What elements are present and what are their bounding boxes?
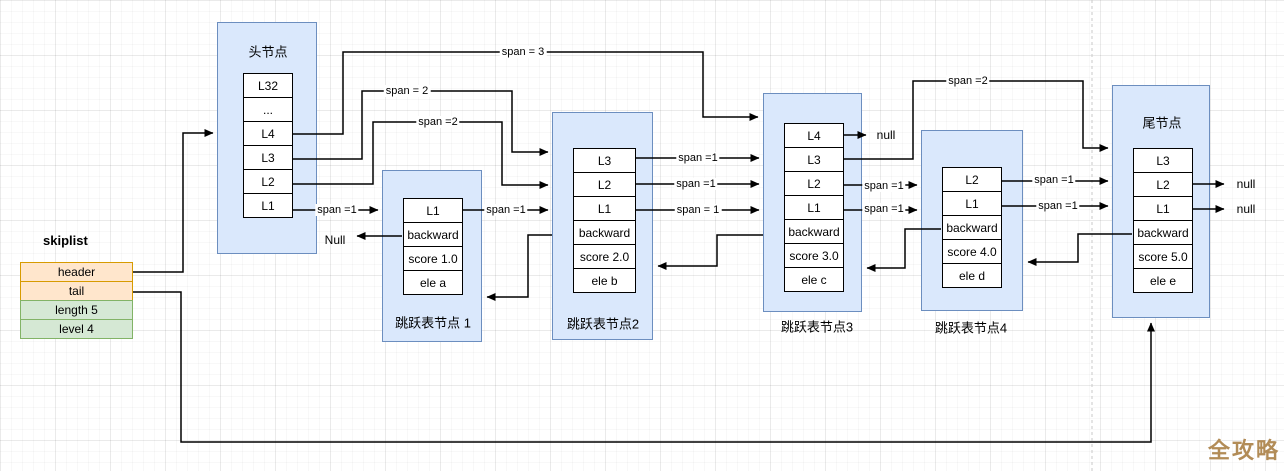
ele-cell: ele a [403, 270, 463, 295]
backward-cell: backward [1133, 220, 1193, 245]
struct-title: skiplist [43, 233, 88, 248]
span-label: span =1 [315, 204, 359, 216]
node1-fields: L1 backward score 1.0 ele a [403, 198, 463, 295]
score-cell: score 3.0 [784, 243, 844, 268]
null-label: null [1236, 202, 1256, 216]
skiplist-node-1: L1 backward score 1.0 ele a 跳跃表节点 1 [382, 170, 482, 342]
level-cell: L4 [784, 123, 844, 148]
struct-field-header: header [20, 262, 133, 282]
span-label: span =1 [862, 203, 906, 215]
backward-cell: backward [403, 222, 463, 247]
level-cell: L2 [1133, 172, 1193, 197]
null-label: null [876, 128, 896, 142]
span-label: span = 2 [383, 85, 431, 97]
node3-title: 跳跃表节点3 [780, 319, 854, 335]
level-cell: L2 [942, 167, 1002, 192]
level-cell: L1 [942, 191, 1002, 216]
backward-cell: backward [942, 215, 1002, 240]
level-cell: L1 [573, 196, 636, 221]
skiplist-node-3: L4 L3 L2 L1 backward score 3.0 ele c [763, 93, 862, 312]
edge-header-to-head [133, 129, 214, 273]
edge-node2-backward-to-node1 [486, 234, 552, 301]
level-cell: L32 [243, 73, 293, 98]
level-cell: L1 [243, 193, 293, 218]
struct-field-tail: tail [20, 281, 133, 301]
skiplist-node-2: L3 L2 L1 backward score 2.0 ele b 跳跃表节点2 [552, 112, 653, 340]
skiplist-node-4: L2 L1 backward score 4.0 ele d [921, 130, 1023, 311]
struct-field-length: length 5 [20, 300, 133, 320]
ele-cell: ele e [1133, 268, 1193, 293]
level-cell: L1 [1133, 196, 1193, 221]
level-cell: L4 [243, 121, 293, 146]
node4-fields: L2 L1 backward score 4.0 ele d [942, 167, 1002, 288]
score-cell: score 1.0 [403, 246, 463, 271]
node2-title: 跳跃表节点2 [566, 316, 640, 332]
skiplist-struct: header tail length 5 level 4 [20, 262, 133, 339]
span-label: span = 3 [499, 46, 547, 58]
node1-title: 跳跃表节点 1 [395, 315, 471, 331]
level-cell: L2 [573, 172, 636, 197]
tail-node-title: 尾节点 [1142, 115, 1182, 131]
ele-cell: ele d [942, 263, 1002, 288]
edge-span3-head-l4-to-node3 [292, 51, 759, 135]
node4-title: 跳跃表节点4 [934, 320, 1008, 336]
null-label: null [1236, 177, 1256, 191]
watermark: 全攻略 [1207, 438, 1280, 463]
score-cell: score 4.0 [942, 239, 1002, 264]
level-cell: L3 [1133, 148, 1193, 173]
tail-fields: L3 L2 L1 backward score 5.0 ele e [1133, 148, 1193, 293]
span-label: span =1 [862, 180, 906, 192]
ele-cell: ele c [784, 267, 844, 292]
span-label: span =2 [946, 75, 990, 87]
tail-node: 尾节点 L3 L2 L1 backward score 5.0 ele e [1112, 85, 1210, 318]
node2-fields: L3 L2 L1 backward score 2.0 ele b [573, 148, 636, 293]
node3-fields: L4 L3 L2 L1 backward score 3.0 ele c [784, 123, 844, 292]
head-node-levels: L32 ... L4 L3 L2 L1 [243, 73, 293, 218]
ele-cell: ele b [573, 268, 636, 293]
head-node-title: 头节点 [248, 44, 288, 60]
edge-node3-backward-to-node2 [657, 234, 763, 270]
backward-cell: backward [573, 220, 636, 245]
level-cell: L2 [243, 169, 293, 194]
span-label: span =1 [1032, 174, 1076, 186]
span-label: span =1 [484, 204, 528, 216]
level-cell: L3 [573, 148, 636, 173]
score-cell: score 2.0 [573, 244, 636, 269]
span-label: span =1 [674, 178, 718, 190]
null-label: Null [324, 233, 346, 247]
span-label: span =2 [416, 116, 460, 128]
backward-cell: backward [784, 219, 844, 244]
level-cell: L3 [243, 145, 293, 170]
head-node: 头节点 L32 ... L4 L3 L2 L1 [217, 22, 317, 254]
span-label: span =1 [1036, 200, 1080, 212]
span-label: span =1 [676, 152, 720, 164]
level-cell: L1 [784, 195, 844, 220]
span-label: span = 1 [674, 204, 722, 216]
level-cell: ... [243, 97, 293, 122]
level-cell: L1 [403, 198, 463, 223]
level-cell: L2 [784, 171, 844, 196]
struct-field-level: level 4 [20, 319, 133, 339]
score-cell: score 5.0 [1133, 244, 1193, 269]
level-cell: L3 [784, 147, 844, 172]
